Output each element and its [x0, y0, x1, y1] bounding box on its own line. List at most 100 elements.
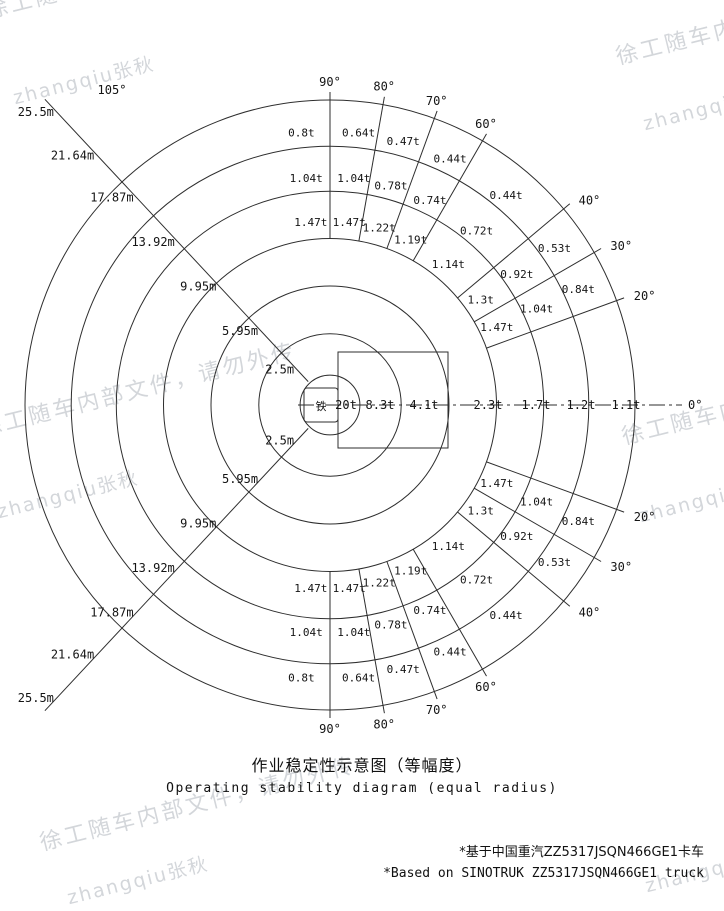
angle-label: 40° [579, 194, 601, 208]
radius-label: 13.92m [131, 561, 174, 575]
angle-label: 90° [319, 75, 341, 89]
sector-load-value: 1.47t [333, 216, 366, 229]
angle-label: 80° [373, 717, 395, 731]
sector-boundary-line [358, 568, 385, 714]
axis-load-value: 20t [335, 398, 357, 412]
truck-cab-outline [303, 387, 339, 423]
radius-label: 9.95m [180, 517, 216, 531]
angle-label: 80° [373, 80, 395, 94]
sector-load-value: 1.04t [337, 626, 370, 639]
sector-load-value: 1.22t [363, 222, 396, 235]
sector-load-value: 0.78t [374, 619, 407, 632]
sector-load-value: 0.64t [342, 127, 375, 140]
caption-block: 作业稳定性示意图（等幅度） Operating stability diagra… [0, 752, 724, 796]
axis-load-value: 1.2t [567, 398, 596, 412]
angle-label: 70° [426, 94, 448, 108]
sector-load-value: 1.14t [432, 540, 465, 553]
radius-label: 9.95m [180, 279, 216, 293]
sector-load-value: 0.92t [500, 530, 533, 543]
sector-load-value: 0.53t [538, 242, 571, 255]
sector-load-value: 0.47t [387, 663, 420, 676]
sector-boundary-line [412, 133, 487, 262]
sector-load-value: 1.47t [480, 477, 513, 490]
sector-boundary-line [457, 511, 571, 607]
radius-scale-line [44, 98, 309, 382]
angle-label-max: 105° [98, 83, 127, 97]
sector-boundary-line [386, 561, 438, 700]
angle-label: 30° [610, 560, 632, 574]
sector-load-value: 0.72t [460, 224, 493, 237]
sector-boundary-line [412, 548, 487, 677]
sector-load-value: 0.72t [460, 574, 493, 587]
sector-load-value: 1.3t [467, 294, 494, 307]
sector-boundary-line [473, 487, 602, 562]
angle-label: 70° [426, 703, 448, 717]
sector-boundary-line [486, 297, 625, 349]
sector-load-value: 1.19t [394, 234, 427, 247]
angle-label: 30° [610, 239, 632, 253]
axis-load-value: 2.3t [474, 398, 503, 412]
sector-load-value: 0.8t [288, 127, 315, 140]
diagram-title-en: Operating stability diagram (equal radiu… [166, 781, 558, 796]
sector-load-value: 1.22t [363, 576, 396, 589]
radius-label: 21.64m [51, 148, 94, 162]
sector-load-value: 0.92t [500, 268, 533, 281]
sector-boundary-line [358, 96, 385, 242]
radius-label: 25.5m [18, 105, 54, 119]
radius-label: 13.92m [131, 235, 174, 249]
angle-label: 20° [634, 289, 656, 303]
radius-label: 2.5m [265, 363, 294, 377]
sector-boundary-line [386, 110, 438, 249]
sector-load-value: 1.14t [432, 258, 465, 271]
sector-load-value: 1.04t [520, 303, 553, 316]
radius-scale-line [44, 428, 309, 712]
angle-label: 60° [475, 117, 497, 131]
sector-load-value: 0.44t [490, 189, 523, 202]
sector-load-value: 0.44t [434, 645, 467, 658]
sector-load-value: 1.04t [290, 626, 323, 639]
angle-label-zero: 0° [688, 398, 702, 412]
sector-boundary-line [473, 248, 602, 323]
radius-label: 2.5m [265, 433, 294, 447]
sector-load-value: 1.47t [294, 216, 327, 229]
sector-load-value: 0.84t [562, 515, 595, 528]
sector-load-value: 1.04t [520, 495, 553, 508]
angle-label: 20° [634, 510, 656, 524]
sector-load-value: 0.84t [562, 283, 595, 296]
sector-load-value: 1.04t [290, 172, 323, 185]
sector-load-value: 0.74t [413, 194, 446, 207]
sector-load-value: 1.47t [333, 582, 366, 595]
sector-load-value: 1.19t [394, 564, 427, 577]
axis-load-value: 1.1t [612, 398, 641, 412]
sector-boundary-line [457, 203, 571, 299]
radius-label: 5.95m [222, 324, 258, 338]
radius-label: 21.64m [51, 648, 94, 662]
basis-notes: *基于中国重汽ZZ5317JSQN466GE1卡车 *Based on SINO… [383, 842, 704, 885]
sector-load-value: 1.3t [467, 505, 494, 518]
sector-load-value: 0.44t [434, 153, 467, 166]
angle-label: 40° [579, 605, 601, 619]
sector-load-value: 0.44t [490, 609, 523, 622]
radius-label: 17.87m [90, 605, 133, 619]
basis-note-en: *Based on SINOTRUK ZZ5317JSQN466GE1 truc… [383, 866, 704, 882]
sector-load-value: 0.47t [387, 135, 420, 148]
radius-label: 5.95m [222, 472, 258, 486]
sector-load-value: 0.53t [538, 556, 571, 569]
basis-note-zh: *基于中国重汽ZZ5317JSQN466GE1卡车 [459, 845, 704, 860]
axis-load-value: 4.1t [410, 398, 439, 412]
axis-load-value: 8.3t [366, 398, 395, 412]
sector-load-value: 0.78t [374, 179, 407, 192]
angle-label: 60° [475, 680, 497, 694]
axis-load-value: 1.7t [522, 398, 551, 412]
diagram-title-zh: 作业稳定性示意图（等幅度） [251, 756, 473, 775]
angle-label: 90° [319, 722, 341, 736]
sector-load-value: 0.74t [413, 604, 446, 617]
sector-load-value: 1.47t [294, 582, 327, 595]
sector-load-value: 1.47t [480, 321, 513, 334]
radius-label: 25.5m [18, 691, 54, 705]
sector-load-value: 1.04t [337, 172, 370, 185]
sector-boundary-line [486, 461, 625, 513]
truck-cab-label: 铁 [316, 400, 327, 413]
